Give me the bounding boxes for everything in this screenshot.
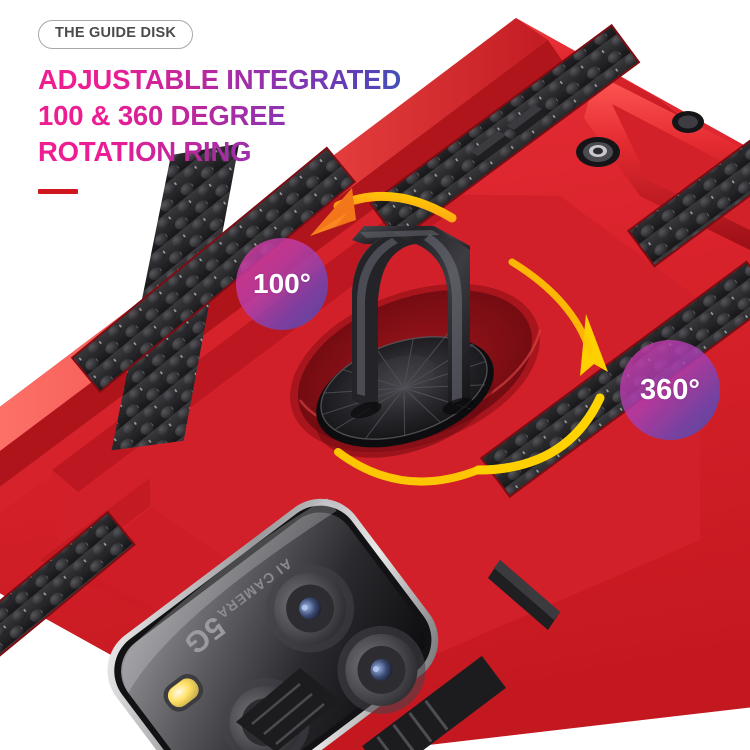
- case-bottom-vent: [362, 655, 506, 750]
- volume-up-button-top: [470, 131, 506, 156]
- top-camera-cutouts: [576, 111, 704, 167]
- arrow-rotate-right: [473, 314, 608, 475]
- camera-flash: [163, 673, 204, 712]
- ring-kickstand: [316, 226, 494, 458]
- rotation-ring: [352, 226, 470, 412]
- arrow-rotate-sweep: [334, 258, 594, 486]
- arrow-rotate-left: [310, 188, 457, 236]
- camera-module: [107, 498, 439, 750]
- case-bottom-strap: [236, 668, 340, 750]
- camera-lens-1: [266, 564, 355, 653]
- power-button-top: [494, 560, 560, 620]
- side-buttons: [470, 105, 560, 630]
- camera-lens-3: [337, 625, 426, 714]
- volume-down-button-top: [506, 105, 542, 130]
